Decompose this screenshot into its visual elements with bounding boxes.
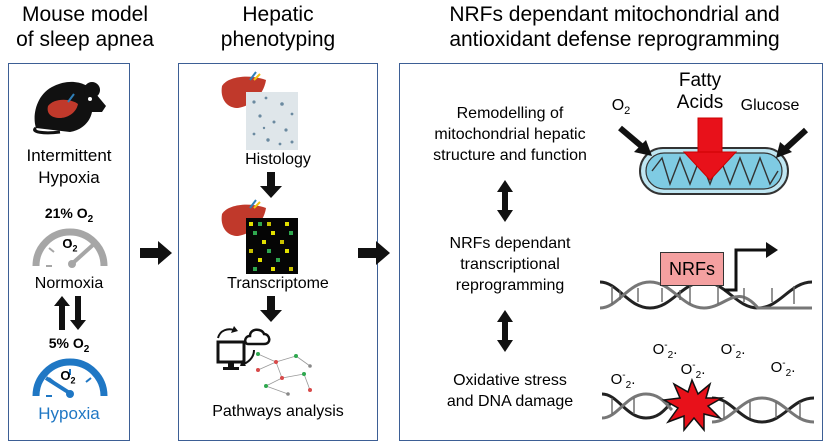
hypoxia-gauge-label: O2 (60, 368, 76, 386)
network-graph-icon (256, 352, 312, 396)
liver-icon (221, 199, 266, 236)
histology-label: Histology (245, 151, 311, 168)
normoxia-o2-label: 21% O2 (44, 205, 94, 225)
mitochondrion-icon (618, 117, 809, 195)
transcriptome-label: Transcriptome (227, 275, 329, 292)
normoxia-label: Normoxia (34, 275, 104, 292)
microarray-icon (246, 218, 298, 274)
nrfs-box: NRFs (660, 252, 724, 286)
title-nrfs-reprogramming: NRFs dependant mitochondrial and antioxi… (449, 3, 780, 51)
double-arrow-icon (497, 310, 513, 352)
arrow-right-icon (358, 241, 390, 265)
transcription-start-arrow-icon (724, 242, 778, 292)
histology-image-icon (246, 92, 298, 150)
pathways-analysis-label: Pathways analysis (212, 403, 344, 420)
hypoxia-gauge-icon (32, 358, 108, 398)
panel-nrfs-reprogramming (399, 63, 823, 441)
arrow-right-icon (140, 241, 172, 265)
title-hepatic-phenotyping: Hepatic phenotyping (220, 3, 336, 51)
o2-input-label: O2 (611, 97, 631, 118)
superoxide-label: O-2. (770, 358, 796, 379)
liver-icon (221, 71, 266, 108)
superoxide-label: O-2. (680, 360, 706, 381)
superoxide-label: O-2. (720, 340, 746, 361)
computer-cloud-icon (216, 326, 271, 370)
remodelling-label: Remodelling of mitochondrial hepatic str… (433, 105, 587, 164)
mouse-icon (33, 81, 106, 135)
fatty-acids-label: Fatty Acids (676, 70, 724, 113)
superoxide-label: O-2. (610, 370, 636, 391)
damaged-dna-icon (601, 377, 815, 433)
normoxia-gauge-icon (32, 228, 108, 268)
normoxia-gauge-label: O2 (62, 236, 78, 254)
arrow-down-icon (260, 172, 282, 198)
oxidative-stress-label: Oxidative stress and DNA damage (446, 372, 574, 410)
intermittent-hypoxia-label: Intermittent Hypoxia (26, 146, 112, 187)
double-arrow-icon (497, 180, 513, 222)
arrow-down-icon (260, 296, 282, 322)
normoxia-hypoxia-switch-icon (54, 296, 86, 330)
title-mouse-model: Mouse model of sleep apnea (16, 3, 154, 51)
glucose-label: Glucose (740, 97, 800, 114)
hypoxia-label: Hypoxia (38, 404, 100, 423)
nrfs-transcriptional-label: NRFs dependant transcriptional reprogram… (449, 235, 571, 294)
hypoxia-o2-label: 5% O2 (48, 335, 90, 355)
superoxide-label: O-2. (652, 340, 678, 361)
